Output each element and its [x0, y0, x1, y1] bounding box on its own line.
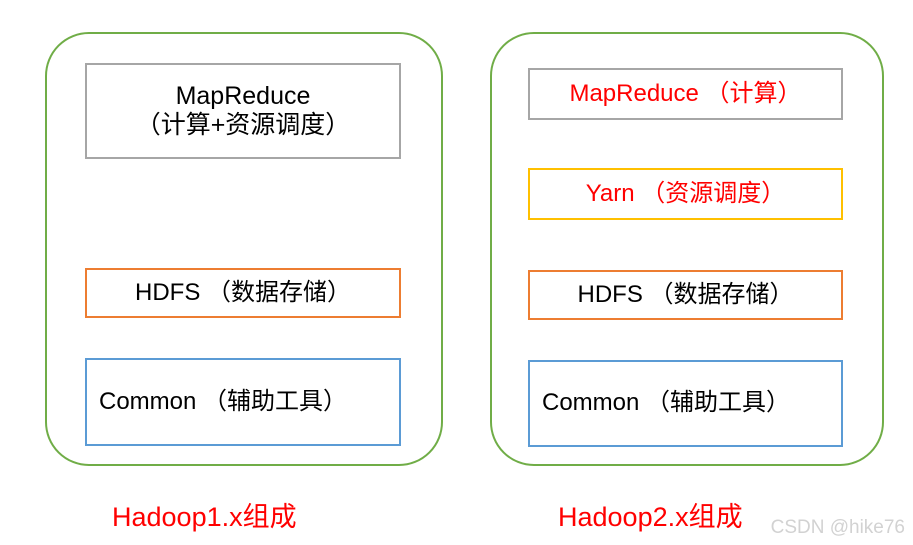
hadoop2-mapreduce-box: MapReduce （计算）	[528, 68, 843, 120]
hadoop2-common-box: Common （辅助工具）	[528, 360, 843, 447]
hadoop2-hdfs-box: HDFS （数据存储）	[528, 270, 843, 320]
hadoop1-mapreduce-box: MapReduce （计算+资源调度）	[85, 63, 401, 159]
hadoop1-common-box: Common （辅助工具）	[85, 358, 401, 446]
hadoop1-caption: Hadoop1.x组成	[112, 502, 297, 532]
hadoop2-yarn-box: Yarn （资源调度）	[528, 168, 843, 220]
hadoop2-caption: Hadoop2.x组成	[558, 502, 743, 532]
hadoop1-hdfs-box: HDFS （数据存储）	[85, 268, 401, 318]
csdn-watermark: CSDN @hike76	[770, 517, 905, 538]
